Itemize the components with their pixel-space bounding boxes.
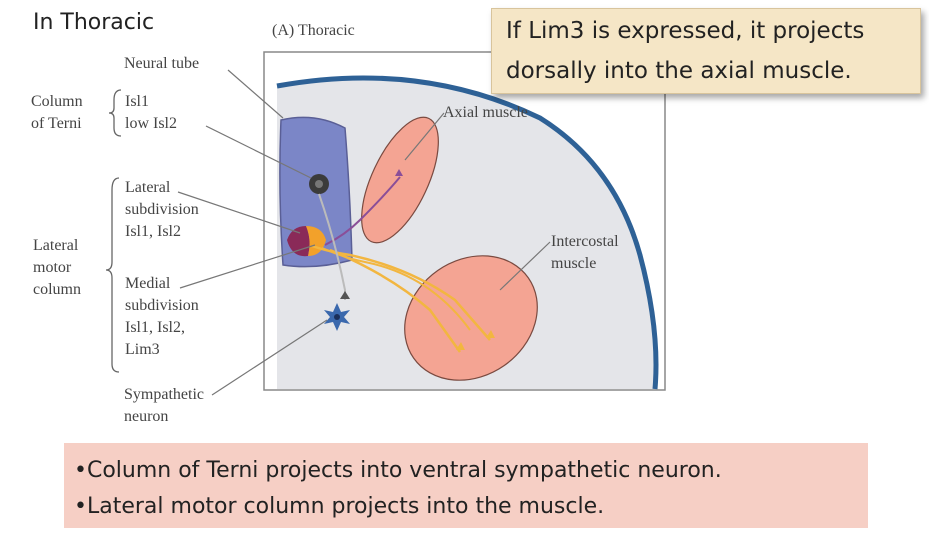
diagram-label: low Isl2 — [125, 115, 177, 132]
diagram-label: Lateral — [125, 179, 171, 196]
diagram-label: Isl1, Isl2, — [125, 319, 185, 336]
diagram-label: Lateral — [33, 237, 79, 254]
diagram-label: column — [33, 281, 81, 298]
lim3-callout: If Lim3 is expressed, it projects dorsal… — [491, 8, 921, 94]
summary-line-2: •Lateral motor column projects into the … — [74, 489, 868, 525]
diagram-label: Intercostal — [551, 233, 619, 250]
panel-label: (A) Thoracic — [272, 22, 355, 39]
label-axial-muscle: Axial muscle — [443, 104, 528, 121]
diagram-label: subdivision — [125, 297, 199, 314]
callout-line-1: If Lim3 is expressed, it projects — [506, 11, 920, 51]
diagram-label: of Terni — [31, 115, 82, 132]
label-neural-tube: Neural tube — [124, 55, 199, 72]
summary-line-1: •Column of Terni projects into ventral s… — [74, 453, 868, 489]
diagram-label: neuron — [124, 408, 168, 425]
summary-box: •Column of Terni projects into ventral s… — [64, 443, 868, 528]
diagram-label: Isl1 — [125, 93, 149, 110]
diagram-label: Isl1, Isl2 — [125, 223, 181, 240]
diagram-label: muscle — [551, 255, 596, 272]
diagram-label: subdivision — [125, 201, 199, 218]
diagram-label: Column — [31, 93, 83, 110]
diagram-label: Lim3 — [125, 341, 160, 358]
diagram-label: Sympathetic — [124, 386, 204, 403]
diagram-label: motor — [33, 259, 72, 276]
diagram-label: Medial — [125, 275, 171, 292]
callout-line-2: dorsally into the axial muscle. — [506, 51, 920, 91]
